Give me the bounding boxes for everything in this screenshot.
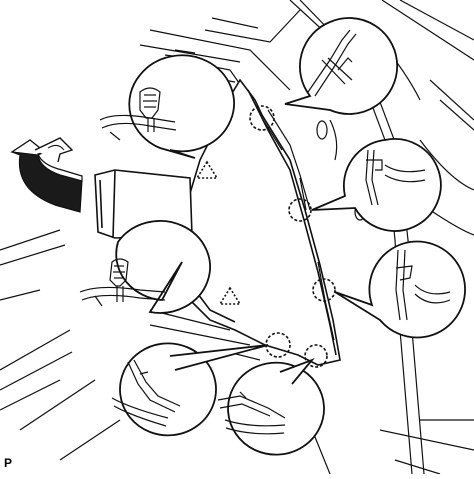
garnish-edge-rail <box>262 110 334 340</box>
claw-marker-3 <box>313 279 335 301</box>
callout-claw-low <box>335 241 465 337</box>
pillar-garnish <box>180 80 340 365</box>
curved-arrow-icon <box>12 138 82 212</box>
callout-claw-mid <box>312 139 441 231</box>
callout-clip-left <box>80 221 210 313</box>
callout-claw-bottom-mid <box>218 360 324 455</box>
claw-marker-5 <box>305 345 327 367</box>
claw-marker-2 <box>289 199 311 221</box>
claw-marker-1 <box>250 106 274 130</box>
clip-marker-1 <box>197 162 217 178</box>
clip-marker-3 <box>220 288 240 304</box>
callout-claw-top <box>285 18 397 114</box>
figure-reference-code: P <box>4 456 13 470</box>
callout-claw-bottom-left <box>112 343 268 435</box>
callout-clip-top <box>100 55 234 158</box>
